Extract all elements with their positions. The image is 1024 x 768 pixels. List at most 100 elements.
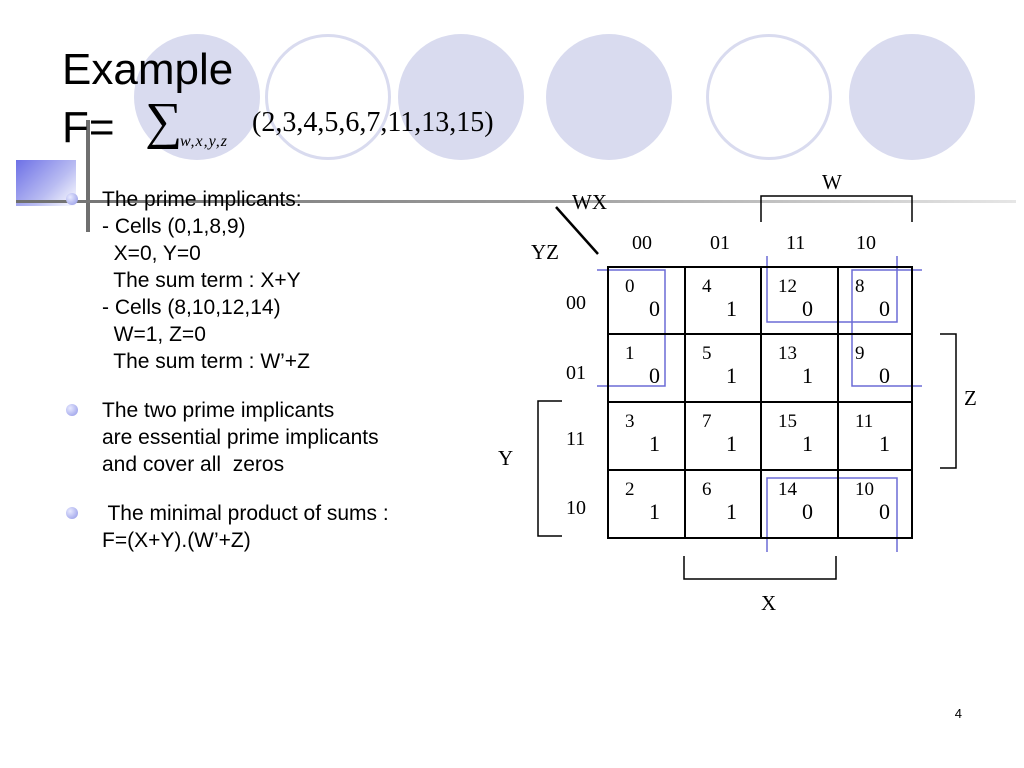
kmap-col-header: 11 (786, 232, 806, 254)
page-number: 4 (954, 706, 962, 721)
kmap-cell (837, 401, 913, 471)
kmap-cell-index: 11 (855, 411, 874, 432)
kmap-var-x: X (761, 591, 777, 615)
bullet-line: The prime implicants: (102, 188, 302, 211)
kmap-y-bracket (537, 400, 562, 537)
kmap-cell (684, 401, 762, 471)
bullet-line: and cover all zeros (102, 453, 285, 476)
kmap-row-header: 01 (566, 362, 586, 384)
bullet-line: W=1, Z=0 (102, 323, 206, 346)
group-8101214-top (766, 256, 898, 323)
sigma-subscript: w,x,y,z (180, 133, 229, 150)
kmap-cell (760, 469, 839, 539)
kmap-cell-value: 0 (802, 499, 813, 524)
kmap-z-bracket (940, 333, 957, 469)
kmap-corner-yz: YZ (531, 240, 559, 264)
kmap-row-header: 00 (566, 292, 586, 314)
kmap-cell-index: 13 (778, 343, 797, 364)
kmap-cell (684, 266, 762, 335)
kmap-cell-index: 15 (778, 411, 797, 432)
kmap-cell-index: 3 (625, 411, 635, 432)
group-0189-left (597, 269, 666, 387)
kmap-col-header: 00 (632, 232, 652, 254)
kmap-cell-value: 1 (879, 431, 890, 456)
header-horizontal-rule (16, 200, 1016, 203)
kmap-cell-index: 14 (778, 479, 797, 500)
header-vertical-rule (86, 120, 90, 232)
kmap-cell-index: 1 (625, 343, 635, 364)
kmap-cell-value: 0 (802, 296, 813, 321)
kmap-cell-index: 6 (702, 479, 712, 500)
bullet-prime-implicants: The prime implicants: - Cells (0,1,8,9) … (62, 186, 492, 375)
kmap-cell-index: 5 (702, 343, 712, 364)
kmap-w-bracket (760, 195, 913, 222)
decor-circle-3 (398, 34, 524, 160)
kmap-cell-index: 10 (855, 479, 874, 500)
bullet-dot-icon (66, 507, 78, 519)
kmap-cell-index: 2 (625, 479, 635, 500)
kmap-col-header: 01 (710, 232, 730, 254)
kmap-var-y: Y (498, 446, 514, 470)
kmap-x-bracket (683, 556, 837, 580)
bullet-line: The two prime implicants (102, 399, 335, 422)
kmap-cell-index: 7 (702, 411, 712, 432)
kmap-cell-index: 12 (778, 276, 797, 297)
decor-circle-1 (134, 34, 260, 160)
kmap-cell-value: 1 (726, 363, 737, 388)
kmap-var-w: W (822, 170, 842, 194)
kmap-cell (607, 401, 686, 471)
minterm-list: (2,3,4,5,6,7,11,13,15) (252, 107, 494, 138)
bullet-dot-icon (66, 404, 78, 416)
slide-title-line1: Example (62, 45, 234, 94)
kmap-cell (760, 266, 839, 335)
kmap-cell (684, 333, 762, 403)
bullet-line: are essential prime implicants (102, 426, 379, 449)
kmap-cell-value: 1 (802, 431, 813, 456)
group-8101214-bottom (766, 477, 898, 552)
bullet-line: X=0, Y=0 (102, 242, 201, 265)
formula-prefix: F= (62, 103, 115, 152)
kmap-cell (607, 469, 686, 539)
kmap-cell (607, 333, 686, 403)
kmap-cell-value: 1 (726, 431, 737, 456)
kmap-cell-index: 0 (625, 276, 635, 297)
kmap-cell-index: 9 (855, 343, 865, 364)
decor-circle-2 (265, 34, 391, 160)
kmap-cell (607, 266, 686, 335)
bullet-essential: The two prime implicants are essential p… (62, 397, 492, 478)
kmap-cell (760, 333, 839, 403)
kmap-cell (837, 266, 913, 335)
formula-line: F= (62, 106, 115, 150)
slide-title: Example (62, 48, 233, 92)
kmap-cell-index: 4 (702, 276, 712, 297)
kmap-cell-value: 1 (726, 296, 737, 321)
bullet-line: The sum term : W’+Z (102, 350, 310, 373)
kmap-cell-index: 8 (855, 276, 865, 297)
decor-circle-5 (706, 34, 832, 160)
group-0189-right (851, 269, 922, 387)
kmap-cell-value: 1 (726, 499, 737, 524)
kmap-cell (760, 401, 839, 471)
kmap-row-header: 11 (566, 428, 586, 450)
bullet-line: - Cells (0,1,8,9) (102, 215, 246, 238)
kmap-cell-value: 1 (649, 431, 660, 456)
kmap-cell-value: 1 (649, 499, 660, 524)
kmap-corner-wx: WX (572, 190, 607, 214)
bullet-minimal-product: The minimal product of sums : F=(X+Y).(W… (62, 500, 492, 554)
kmap-cell-value: 0 (879, 296, 890, 321)
bullet-line: The sum term : X+Y (102, 269, 301, 292)
bullet-line: - Cells (8,10,12,14) (102, 296, 281, 319)
kmap-cell-value: 0 (879, 499, 890, 524)
sigma-symbol: ∑ (145, 93, 183, 150)
kmap-var-z: Z (964, 386, 977, 410)
bullet-line: F=(X+Y).(W’+Z) (102, 529, 251, 552)
kmap-cell-value: 0 (649, 363, 660, 388)
kmap-row-header: 10 (566, 497, 586, 519)
decor-circle-4 (546, 34, 672, 160)
kmap-col-header: 10 (856, 232, 876, 254)
bullet-line: The minimal product of sums : (102, 502, 389, 525)
kmap-cell-value: 0 (649, 296, 660, 321)
kmap-cell (837, 333, 913, 403)
kmap-cell (684, 469, 762, 539)
